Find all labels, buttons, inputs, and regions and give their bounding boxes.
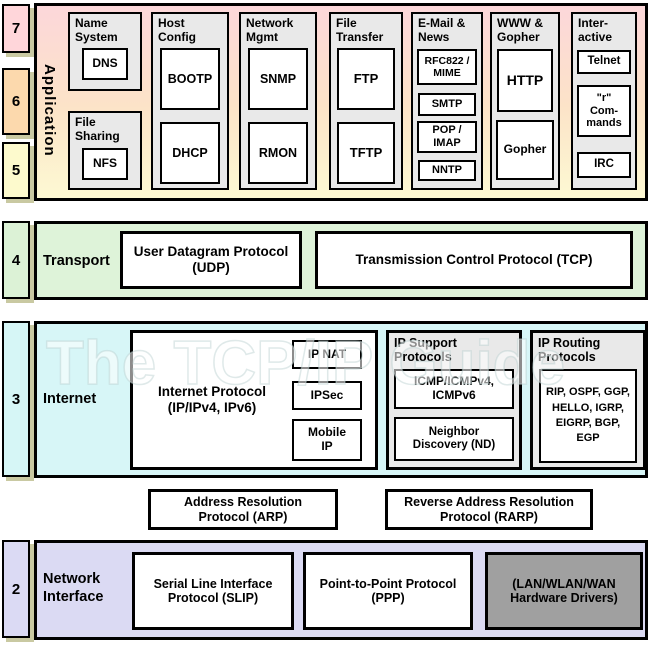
- column-header-www-gopher: WWW & Gopher: [497, 16, 543, 44]
- layer-number-5-label: 5: [11, 162, 21, 179]
- protocol-tftp-label: TFTP: [349, 144, 383, 160]
- layer-number-3-label: 3: [11, 390, 21, 408]
- protocol-telnet: Telnet: [577, 50, 631, 74]
- protocol-rfc822-mime: RFC822 / MIME: [417, 49, 477, 85]
- protocol-irc: IRC: [577, 152, 631, 178]
- protocol-bootp-label: BOOTP: [167, 71, 213, 86]
- protocol-r-commands: "r" Com-mands: [577, 85, 631, 137]
- protocol-ip-nat: IP NAT: [292, 340, 362, 369]
- layer-number-6: 6: [2, 68, 30, 135]
- protocol-pop-imap-label: POP / IMAP: [432, 124, 462, 149]
- protocol-nntp-label: NNTP: [432, 164, 462, 177]
- protocol-pop-imap: POP / IMAP: [417, 121, 477, 153]
- protocol-telnet-label: Telnet: [587, 55, 621, 68]
- protocol-ppp-label: Point-to-Point Protocol (PPP): [319, 576, 457, 605]
- protocol-routing-list-label: RIP, OSPF, GGP, HELLO, IGRP, EIGRP, BGP,…: [546, 386, 630, 445]
- protocol-smtp: SMTP: [418, 93, 476, 116]
- protocol-nfs-label: NFS: [93, 156, 117, 171]
- protocol-tftp: TFTP: [337, 122, 395, 184]
- protocol-udp-label: User Datagram Protocol (UDP): [133, 244, 289, 275]
- hardware-drivers-label: (LAN/WLAN/WAN Hardware Drivers): [510, 576, 618, 605]
- protocol-rmon: RMON: [248, 122, 308, 184]
- protocol-r-commands-label: "r" Com-mands: [586, 92, 622, 130]
- internet-layer-label: Internet: [43, 391, 97, 407]
- column-header-network-mgmt: Network Mgmt: [246, 16, 294, 44]
- protocol-nfs: NFS: [82, 148, 128, 180]
- protocol-neighbor-discovery-label: Neighbor Discovery (ND): [412, 425, 496, 451]
- protocol-arp: Address Resolution Protocol (ARP): [148, 489, 338, 530]
- protocol-ip-label: Internet Protocol (IP/IPv4, IPv6): [157, 384, 266, 415]
- protocol-gopher: Gopher: [496, 120, 554, 180]
- protocol-ftp-label: FTP: [353, 70, 379, 86]
- protocol-rarp-label: Reverse Address Resolution Protocol (RAR…: [404, 495, 574, 524]
- layer-number-2: 2: [2, 540, 30, 638]
- layer-number-2-label: 2: [11, 580, 21, 598]
- ip-routing-protocols-header: IP Routing Protocols: [538, 336, 601, 365]
- protocol-routing-list: RIP, OSPF, GGP, HELLO, IGRP, EIGRP, BGP,…: [539, 369, 637, 463]
- network-interface-layer-label: Network Interface: [43, 571, 104, 606]
- protocol-dns: DNS: [82, 48, 128, 80]
- protocol-dns-label: DNS: [92, 56, 118, 71]
- protocol-dhcp-label: DHCP: [172, 145, 208, 160]
- protocol-arp-label: Address Resolution Protocol (ARP): [183, 495, 303, 524]
- protocol-mobile-ip: Mobile IP: [292, 419, 362, 461]
- layer-number-6-label: 6: [11, 93, 21, 110]
- protocol-mobile-ip-label: Mobile IP: [308, 425, 346, 453]
- protocol-udp: User Datagram Protocol (UDP): [120, 231, 302, 289]
- protocol-snmp-label: SNMP: [259, 71, 297, 86]
- protocol-rarp: Reverse Address Resolution Protocol (RAR…: [385, 489, 593, 530]
- protocol-icmp-label: ICMP/ICMPv4, ICMPv6: [413, 374, 494, 402]
- layer-number-4-label: 4: [11, 251, 21, 269]
- layer-number-7: 7: [2, 4, 30, 53]
- column-header-file-transfer: File Transfer: [336, 16, 384, 44]
- protocol-dhcp: DHCP: [160, 122, 220, 184]
- protocol-slip-label: Serial Line Interface Protocol (SLIP): [153, 576, 273, 605]
- application-layer-label: Application: [41, 63, 58, 157]
- transport-layer-label: Transport: [43, 253, 110, 269]
- protocol-gopher-label: Gopher: [503, 142, 547, 157]
- protocol-smtp-label: SMTP: [431, 98, 463, 111]
- protocol-bootp: BOOTP: [160, 48, 220, 110]
- protocol-http: HTTP: [497, 49, 553, 112]
- protocol-ftp: FTP: [337, 48, 395, 110]
- protocol-neighbor-discovery: Neighbor Discovery (ND): [394, 417, 514, 461]
- protocol-tcp: Transmission Control Protocol (TCP): [315, 231, 633, 289]
- column-header-file-sharing: File Sharing: [75, 115, 120, 143]
- column-header-email-news: E-Mail & News: [418, 16, 466, 44]
- protocol-slip: Serial Line Interface Protocol (SLIP): [132, 552, 294, 630]
- protocol-ipsec-label: IPSec: [310, 387, 344, 402]
- protocol-irc-label: IRC: [594, 158, 614, 171]
- layer-number-5: 5: [2, 142, 30, 199]
- layer-number-3: 3: [2, 321, 30, 477]
- protocol-rfc822-mime-label: RFC822 / MIME: [424, 54, 470, 79]
- protocol-nntp: NNTP: [418, 160, 476, 181]
- layer-number-7-label: 7: [11, 20, 21, 37]
- hardware-drivers-box: (LAN/WLAN/WAN Hardware Drivers): [485, 552, 643, 630]
- protocol-ipsec: IPSec: [292, 381, 362, 410]
- protocol-icmp: ICMP/ICMPv4, ICMPv6: [394, 369, 514, 409]
- layer-number-4: 4: [2, 221, 30, 299]
- protocol-ip-label-block: Internet Protocol (IP/IPv4, IPv6): [134, 330, 290, 470]
- protocol-ip-nat-label: IP NAT: [307, 346, 347, 361]
- protocol-tcp-label: Transmission Control Protocol (TCP): [355, 252, 593, 268]
- protocol-ppp: Point-to-Point Protocol (PPP): [303, 552, 473, 630]
- column-header-name-system: Name System: [75, 16, 118, 44]
- protocol-snmp: SNMP: [248, 48, 308, 110]
- ip-support-protocols-header: IP Support Protocols: [394, 336, 457, 365]
- column-header-interactive: Inter-active: [578, 16, 613, 44]
- column-header-host-config: Host Config: [158, 16, 196, 44]
- protocol-http-label: HTTP: [506, 72, 544, 89]
- protocol-rmon-label: RMON: [258, 145, 298, 160]
